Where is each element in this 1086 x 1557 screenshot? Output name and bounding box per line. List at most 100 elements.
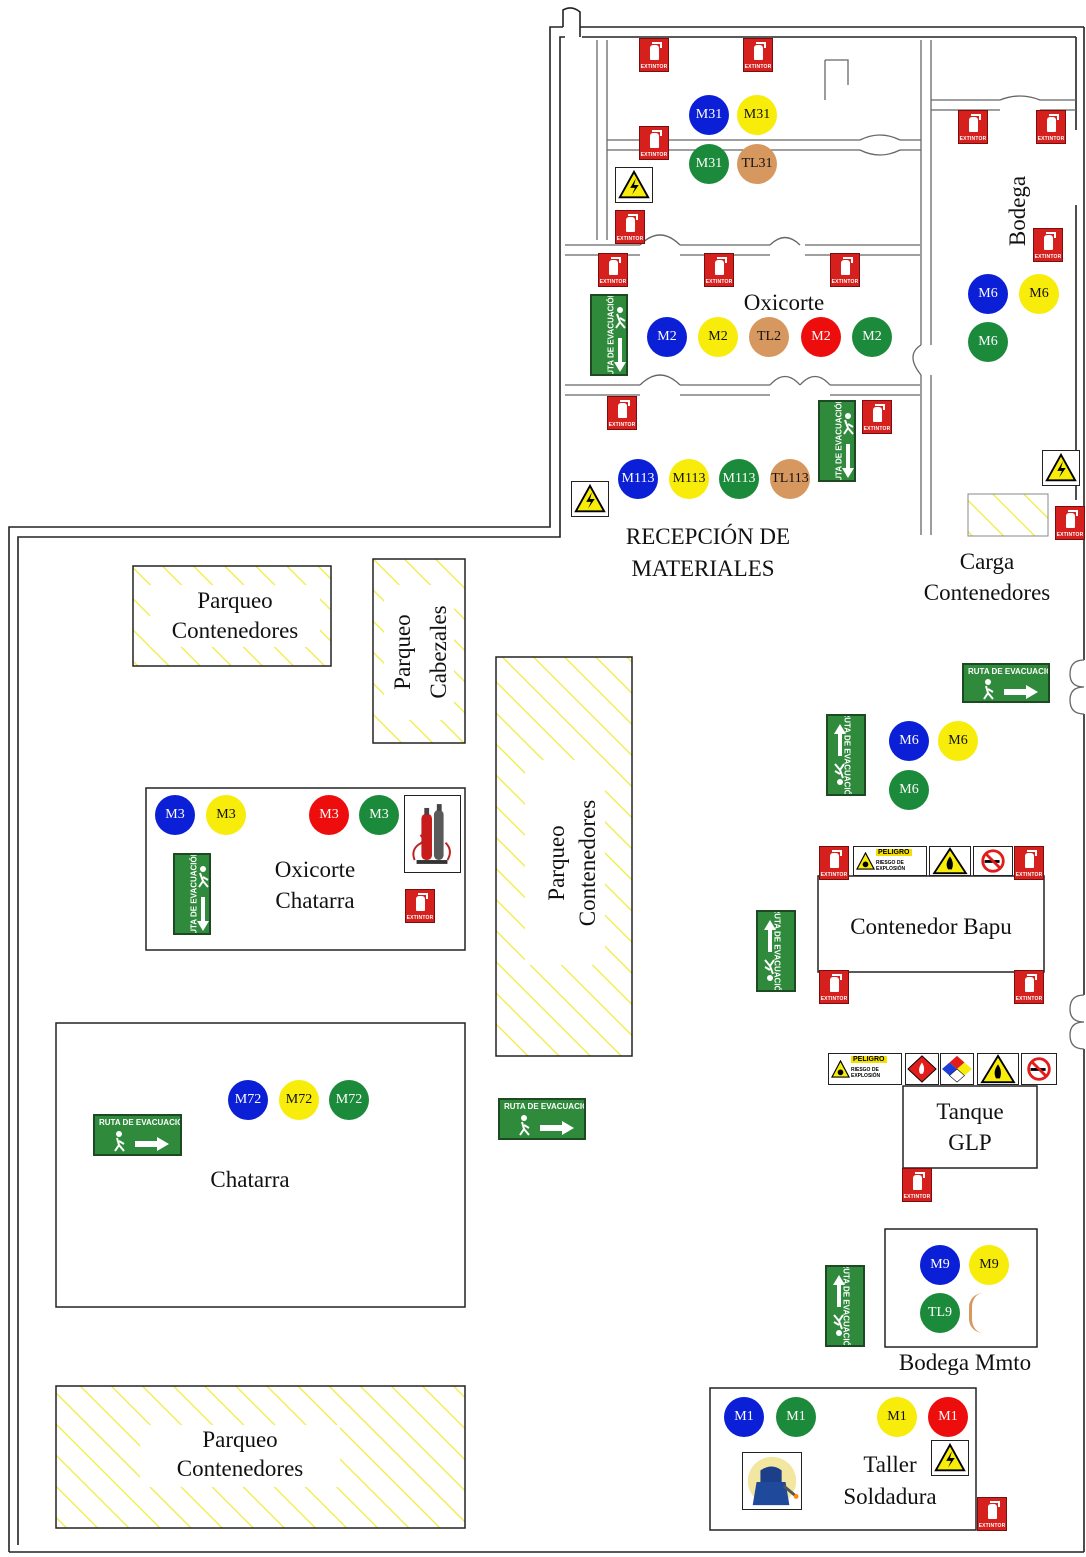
extinguisher-icon: EXTINTOR bbox=[819, 846, 849, 880]
label-oxicorte-chatarra-b: Chatarra bbox=[275, 888, 355, 913]
label-taller: Taller bbox=[863, 1452, 917, 1477]
label-recepcion-1: RECEPCIÓN DE bbox=[625, 524, 791, 549]
marker-tl2: TL2 bbox=[749, 317, 789, 357]
marker-m31-green: M31 bbox=[689, 144, 729, 184]
marker-m2-blue: M2 bbox=[647, 317, 687, 357]
interior-walls bbox=[565, 40, 1085, 1050]
label-bodega: Bodega bbox=[1005, 175, 1030, 247]
tanque-glp-room bbox=[902, 1085, 1038, 1169]
label-soldadura: Soldadura bbox=[843, 1484, 937, 1509]
extinguisher-icon: EXTINTOR bbox=[1014, 970, 1044, 1004]
no-smoking-icon bbox=[973, 846, 1013, 876]
marker-m72-yellow: M72 bbox=[279, 1080, 319, 1120]
marker-tl113: TL113 bbox=[770, 459, 810, 499]
marker-m6b-green: M6 bbox=[889, 770, 929, 810]
extinguisher-icon: EXTINTOR bbox=[1036, 110, 1066, 144]
extinguisher-icon: EXTINTOR bbox=[1014, 846, 1044, 880]
label-parqueo-1a: Parqueo bbox=[197, 588, 273, 613]
label-parqueo-cab-a: Parqueo bbox=[390, 614, 415, 690]
extinguisher-icon: EXTINTOR bbox=[819, 970, 849, 1004]
electrical-hazard-icon bbox=[1042, 450, 1080, 486]
marker-m31-blue: M31 bbox=[689, 95, 729, 135]
marker-m2-red: M2 bbox=[801, 317, 841, 357]
label-carga-1: Carga bbox=[959, 549, 1015, 574]
marker-m1-green: M1 bbox=[776, 1397, 816, 1437]
label-oxicorte: Oxicorte bbox=[743, 290, 825, 315]
label-oxicorte-chatarra-a: Oxicorte bbox=[274, 857, 356, 882]
extinguisher-icon: EXTINTOR bbox=[639, 38, 669, 72]
nfpa-diamond-icon bbox=[940, 1053, 974, 1085]
extinguisher-icon: EXTINTOR bbox=[743, 38, 773, 72]
marker-m6a-yellow: M6 bbox=[1019, 274, 1059, 314]
label-contenedor-bapu: Contenedor Bapu bbox=[850, 914, 1012, 939]
carga-contenedores-dock bbox=[967, 493, 1049, 537]
bodega-mmto-room bbox=[884, 1228, 1038, 1348]
marker-m9-yellow: M9 bbox=[969, 1245, 1009, 1285]
evacuation-route-sign-up: RUTA DE EVACUACIÓN bbox=[826, 714, 866, 796]
marker-m6b-yellow: M6 bbox=[938, 721, 978, 761]
extinguisher-icon: EXTINTOR bbox=[830, 253, 860, 287]
marker-m31-yellow: M31 bbox=[737, 95, 777, 135]
marker-m113-yellow: M113 bbox=[669, 459, 709, 499]
marker-m1-red: M1 bbox=[928, 1397, 968, 1437]
label-chatarra: Chatarra bbox=[210, 1167, 290, 1192]
marker-m6b-blue: M6 bbox=[889, 721, 929, 761]
evacuation-route-sign-down: RUTA DE EVACUACIÓN bbox=[173, 853, 211, 935]
extinguisher-icon: EXTINTOR bbox=[598, 253, 628, 287]
electrical-hazard-icon bbox=[571, 481, 609, 517]
marker-tl9: TL9 bbox=[920, 1293, 960, 1333]
marker-partial-tan bbox=[969, 1293, 983, 1333]
marker-tl31: TL31 bbox=[737, 144, 777, 184]
flammable-hazard-icon bbox=[929, 846, 971, 876]
marker-m3-green: M3 bbox=[359, 795, 399, 835]
electrical-hazard-icon bbox=[615, 167, 653, 203]
marker-m72-blue: M72 bbox=[228, 1080, 268, 1120]
marker-m3-yellow: M3 bbox=[206, 795, 246, 835]
evacuation-route-sign-right: RUTA DE EVACUACIÓN bbox=[93, 1114, 182, 1156]
flammable-gas-diamond-icon bbox=[905, 1053, 939, 1085]
evacuation-route-sign-right: RUTA DE EVACUACIÓN bbox=[962, 663, 1050, 703]
extinguisher-icon: EXTINTOR bbox=[958, 110, 988, 144]
marker-m113-blue: M113 bbox=[618, 459, 658, 499]
marker-m2-yellow: M2 bbox=[698, 317, 738, 357]
label-bodega-mmto: Bodega Mmto bbox=[898, 1350, 1032, 1375]
label-tanque: Tanque bbox=[936, 1099, 1004, 1124]
marker-m113-green: M113 bbox=[719, 459, 759, 499]
marker-m6a-blue: M6 bbox=[968, 274, 1008, 314]
extinguisher-icon: EXTINTOR bbox=[704, 253, 734, 287]
label-parqueo-bottom-b: Contenedores bbox=[176, 1456, 304, 1481]
label-parqueo-bottom-a: Parqueo bbox=[202, 1427, 278, 1452]
extinguisher-icon: EXTINTOR bbox=[639, 126, 669, 160]
evacuation-route-sign-down: RUTA DE EVACUACIÓN bbox=[590, 294, 628, 376]
label-parqueo-cab-b: Cabezales bbox=[426, 605, 451, 699]
marker-m3-blue: M3 bbox=[155, 795, 195, 835]
welder-icon bbox=[742, 1452, 802, 1510]
evacuation-route-sign-right: RUTA DE EVACUACIÓN bbox=[498, 1098, 586, 1140]
extinguisher-icon: EXTINTOR bbox=[862, 400, 892, 434]
marker-m6a-green: M6 bbox=[968, 322, 1008, 362]
electrical-hazard-icon bbox=[931, 1440, 969, 1476]
taller-soldadura-room bbox=[709, 1387, 977, 1531]
outer-walls bbox=[8, 7, 1085, 1553]
gas-cylinders-icon bbox=[404, 795, 461, 873]
extinguisher-icon: EXTINTOR bbox=[902, 1168, 932, 1202]
label-glp: GLP bbox=[948, 1130, 992, 1155]
marker-m9-blue: M9 bbox=[920, 1245, 960, 1285]
label-parqueo-center-a: Parqueo bbox=[544, 825, 569, 901]
evacuation-route-sign-up: RUTA DE EVACUACIÓN bbox=[756, 910, 796, 992]
no-smoking-icon bbox=[1021, 1053, 1057, 1085]
label-parqueo-1b: Contenedores bbox=[171, 618, 299, 643]
evacuation-route-sign-up: RUTA DE EVACUACIÓN bbox=[825, 1265, 865, 1347]
extinguisher-icon: EXTINTOR bbox=[607, 396, 637, 430]
extinguisher-icon: EXTINTOR bbox=[977, 1497, 1007, 1531]
extinguisher-icon: EXTINTOR bbox=[1055, 506, 1085, 540]
marker-m2-green: M2 bbox=[852, 317, 892, 357]
extinguisher-icon: EXTINTOR bbox=[405, 889, 435, 923]
marker-m3-red: M3 bbox=[309, 795, 349, 835]
marker-m1-blue: M1 bbox=[724, 1397, 764, 1437]
marker-m1-yellow: M1 bbox=[877, 1397, 917, 1437]
contenedor-bapu-room bbox=[817, 875, 1045, 973]
extinguisher-icon: EXTINTOR bbox=[1033, 228, 1063, 262]
